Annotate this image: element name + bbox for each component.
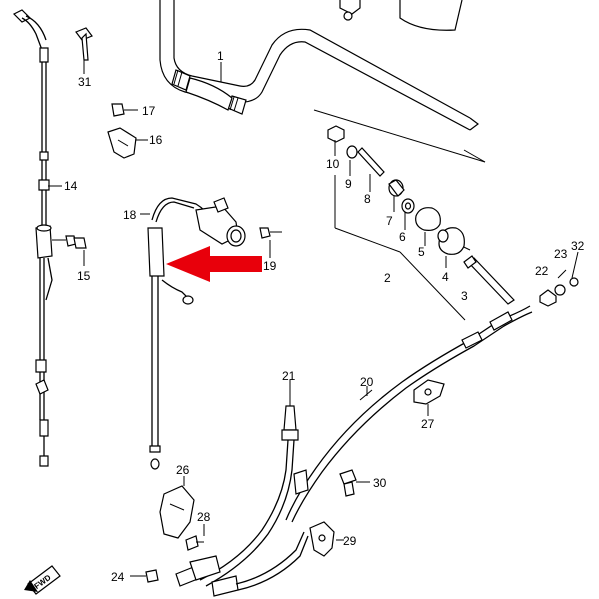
red-arrow-indicator (166, 246, 262, 282)
cable-21 (175, 398, 309, 597)
part-label-18: 18 (123, 208, 137, 222)
part-label-6: 6 (399, 230, 406, 244)
bolt-30 (339, 469, 370, 497)
part-label-9: 9 (345, 177, 352, 191)
bolt-24 (130, 569, 159, 583)
leader-lines (48, 60, 447, 536)
part-label-21: 21 (282, 369, 296, 383)
part-label-31: 31 (78, 75, 92, 89)
part-label-30: 30 (373, 476, 387, 490)
part-label-15: 15 (77, 269, 91, 283)
part-label-22: 22 (535, 264, 549, 278)
fwd-indicator: FWD (24, 565, 61, 595)
part-label-29: 29 (343, 534, 357, 548)
part-label-10: 10 (326, 157, 340, 171)
part-label-8: 8 (364, 192, 371, 206)
clamp-parts-group (313, 109, 579, 321)
part-label-2: 2 (384, 271, 391, 285)
part-label-26: 26 (176, 463, 190, 477)
part-label-27: 27 (421, 417, 435, 431)
part-label-32: 32 (571, 239, 585, 253)
part-label-23: 23 (554, 247, 568, 261)
part-label-5: 5 (418, 245, 425, 259)
part-label-7: 7 (386, 214, 393, 228)
bolt-31 (75, 27, 93, 61)
part-number-labels: 1 2 3 4 5 6 7 8 9 10 14 15 16 17 18 19 2… (64, 49, 585, 584)
left-cable (12, 9, 87, 467)
switch-26 (159, 485, 204, 551)
part-label-20: 20 (360, 375, 374, 389)
part-label-3: 3 (461, 289, 468, 303)
part-label-24: 24 (111, 570, 125, 584)
bolt-17 (111, 103, 138, 117)
middle-cable-18 (147, 197, 282, 470)
bracket-29 (309, 521, 344, 557)
part-label-16: 16 (149, 133, 163, 147)
part-label-28: 28 (197, 510, 211, 524)
bracket-16 (107, 127, 137, 159)
part-label-4: 4 (442, 270, 449, 284)
part-label-17: 17 (142, 104, 156, 118)
part-label-1: 1 (217, 49, 224, 63)
part-label-19: 19 (263, 259, 277, 273)
handlebar (159, 0, 479, 131)
part-label-14: 14 (64, 179, 78, 193)
cable-20 (285, 305, 533, 523)
